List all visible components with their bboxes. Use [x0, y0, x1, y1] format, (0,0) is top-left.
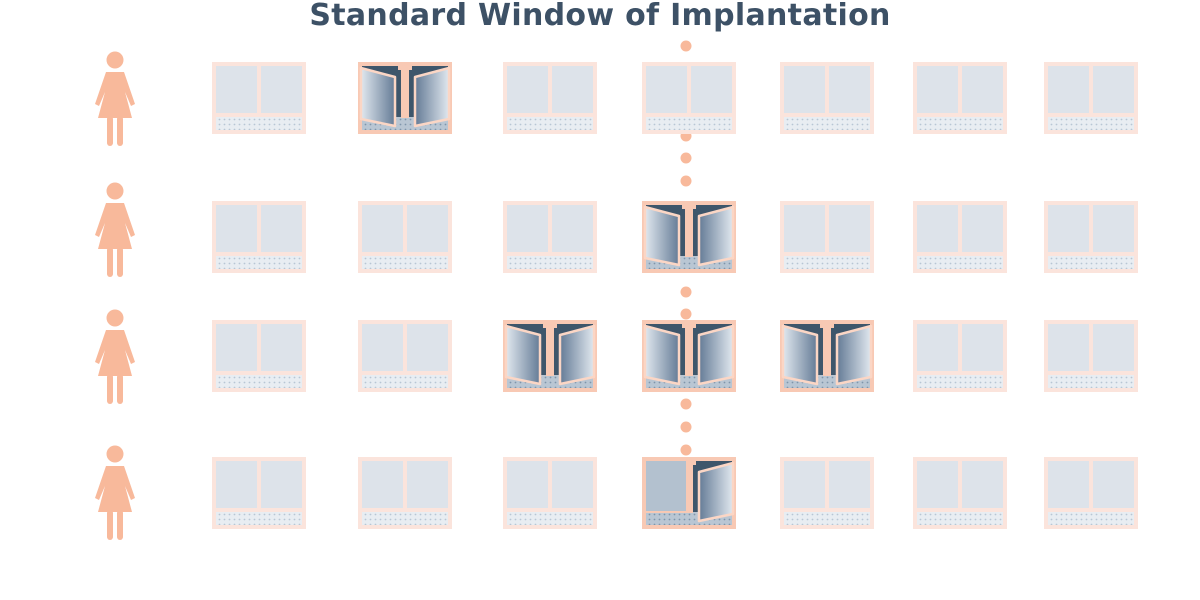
timeline-dot	[680, 286, 692, 298]
closed-window	[913, 201, 1007, 273]
closed-window	[913, 320, 1007, 392]
half-open-window	[642, 457, 736, 529]
closed-window	[1044, 457, 1138, 529]
timeline-dot	[680, 175, 692, 187]
closed-window	[1044, 201, 1138, 273]
timeline-dot	[680, 308, 692, 320]
woman-icon	[95, 309, 135, 404]
timeline-dot	[680, 421, 692, 433]
closed-window	[212, 62, 306, 134]
closed-window	[642, 62, 736, 134]
closed-window	[358, 320, 452, 392]
timeline-dot	[680, 398, 692, 410]
closed-window	[780, 457, 874, 529]
woman-icon	[95, 182, 135, 277]
open-window	[642, 201, 736, 273]
open-window	[642, 320, 736, 392]
closed-window	[1044, 320, 1138, 392]
closed-window	[212, 320, 306, 392]
closed-window	[780, 62, 874, 134]
closed-window	[212, 201, 306, 273]
diagram-title: Standard Window of Implantation	[309, 0, 891, 33]
timeline-dot	[680, 444, 692, 456]
timeline-dot	[680, 152, 692, 164]
closed-window	[503, 457, 597, 529]
closed-window	[1044, 62, 1138, 134]
timeline-dot	[680, 40, 692, 52]
closed-window	[913, 62, 1007, 134]
closed-window	[503, 62, 597, 134]
closed-window	[358, 457, 452, 529]
people-column	[95, 51, 135, 540]
open-window	[503, 320, 597, 392]
closed-window	[780, 201, 874, 273]
closed-window	[358, 201, 452, 273]
open-window	[780, 320, 874, 392]
window-grid	[212, 62, 1138, 529]
closed-window	[212, 457, 306, 529]
open-window	[358, 62, 452, 134]
woman-icon	[95, 51, 135, 146]
closed-window	[503, 201, 597, 273]
woman-icon	[95, 445, 135, 540]
closed-window	[913, 457, 1007, 529]
